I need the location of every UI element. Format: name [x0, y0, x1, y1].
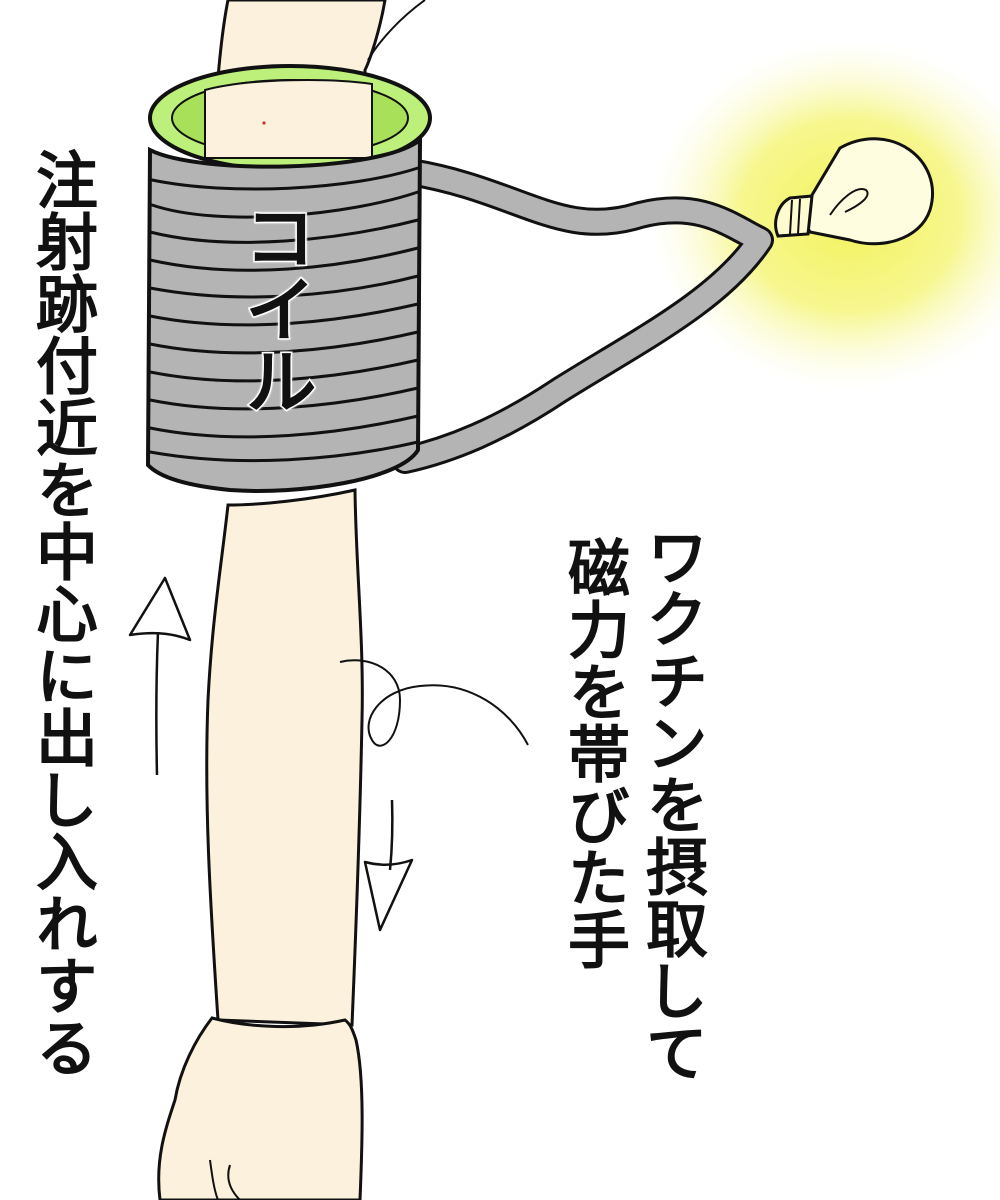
coil-body	[145, 135, 423, 493]
arrow-up-icon	[128, 576, 192, 776]
magnetic-hand-caption-line1: ワクチンを摂取して	[635, 525, 708, 1083]
pointer-line-top	[367, 0, 426, 61]
wire-inner	[394, 161, 771, 471]
pointer-line-hand	[339, 659, 529, 747]
fist	[157, 1016, 364, 1200]
arm-inside-rim	[204, 79, 373, 159]
coil-label: コイル	[231, 199, 318, 418]
fist-finger-line	[227, 1164, 241, 1200]
forearm	[205, 488, 364, 1027]
light-bulb-icon	[774, 137, 934, 246]
injection-instruction-caption: 注射跡付近を中心に出し入れする	[25, 148, 98, 1078]
magnetic-hand-caption-line2: 磁力を帯びた手	[557, 536, 630, 970]
injection-mark	[262, 121, 266, 125]
coil-windings	[148, 166, 420, 463]
fist-finger-line-2	[209, 1159, 219, 1200]
arrow-down-icon	[363, 799, 414, 932]
